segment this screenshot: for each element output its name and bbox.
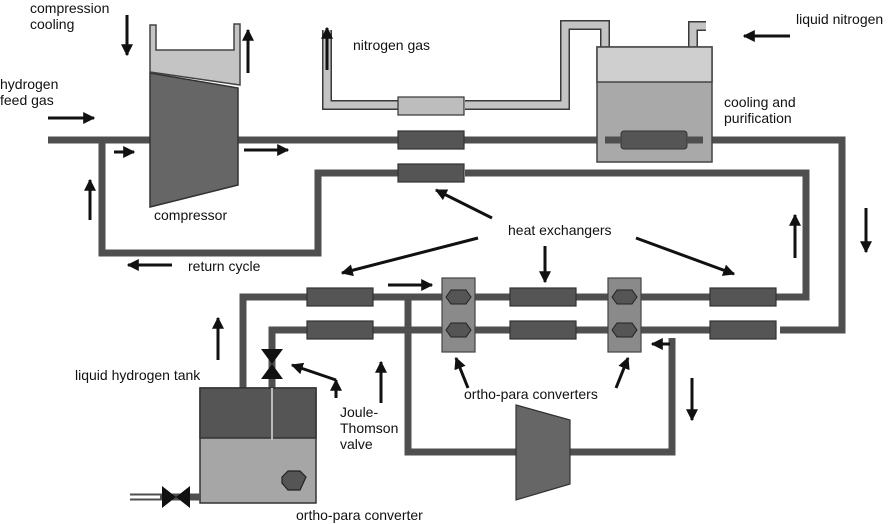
compressor-label: compressor (154, 207, 228, 223)
return-cycle-label: return cycle (188, 258, 261, 274)
flow-arrows (48, 15, 872, 422)
tank-outlet-valve (130, 486, 200, 508)
liquid-nitrogen-label: liquid nitrogen (796, 11, 884, 27)
joule-thomson-valve-label: Joule- Thomson valve (340, 404, 399, 452)
ortho-para-converter-label: ortho-para converter (296, 507, 423, 523)
top-heat-exchanger-stack (397, 96, 465, 183)
cooling-purification-vessel (596, 46, 713, 163)
expansion-turbine (515, 404, 571, 501)
compressor (149, 72, 239, 208)
heat-exchangers-label: heat exchangers (508, 222, 612, 238)
compression-cooling-label: compression cooling (30, 0, 110, 32)
ortho-para-converter-boxes (441, 277, 642, 353)
nitrogen-gas-label: nitrogen gas (353, 37, 431, 53)
liquid-hydrogen-tank (199, 387, 317, 504)
hydrogen-feed-gas-label: hydrogen feed gas (0, 76, 59, 108)
lower-heat-exchangers (306, 287, 777, 340)
joule-thomson-valve (261, 349, 283, 379)
liquid-hydrogen-tank-label: liquid hydrogen tank (75, 367, 201, 383)
compression-cooling-tray (149, 23, 241, 86)
cooling-purification-label: cooling and purification (724, 94, 796, 126)
ortho-para-converters-label: ortho-para converters (464, 386, 598, 402)
